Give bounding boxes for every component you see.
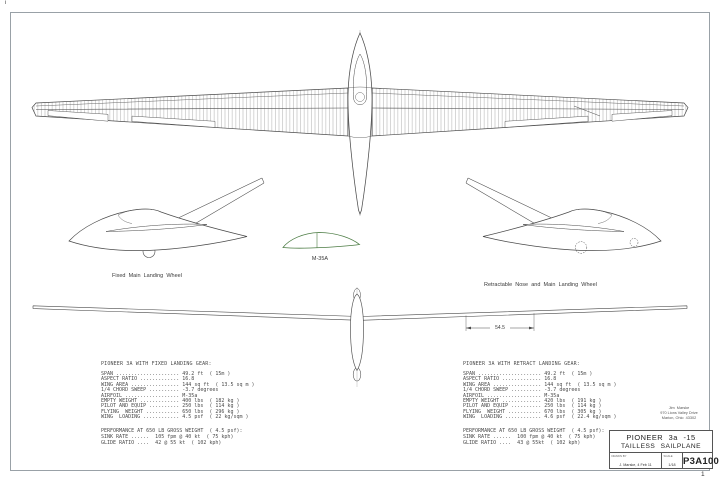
sheet-border-frame <box>10 12 710 471</box>
sheet-number: 1 <box>701 471 705 478</box>
airfoil-outline <box>282 232 361 249</box>
fuselage-side-left <box>68 208 248 252</box>
author-address: Jim Marske 970 Lions Valley Drive Marion… <box>660 406 698 420</box>
retract-nose-wheel <box>629 238 639 247</box>
spar-lines <box>35 107 685 110</box>
specs-right-lines: SPAN ..................... 49.2 ft ( 15m… <box>463 371 617 421</box>
dimension-arrow-left <box>466 326 471 330</box>
leader-line <box>573 105 601 117</box>
wing-section-right <box>522 223 625 232</box>
canopy-side-left <box>117 208 153 224</box>
side-view-left-drawing <box>68 177 265 258</box>
right-flap-panel <box>504 115 589 128</box>
left-flap-panel <box>131 115 216 128</box>
raised-wingtip-lines <box>171 177 265 230</box>
caption-retract-gear: Retractable Nose and Main Landing Wheel <box>484 282 597 288</box>
title-block-titles: PIONEER 3a -15 TAILLESS SAILPLANE <box>610 431 712 453</box>
scale-value: 1/18 <box>668 462 676 467</box>
specs-left-title: PIONEER 3A WITH FIXED LANDING GEAR: <box>101 361 212 367</box>
canopy-plan <box>353 53 367 105</box>
drawn-by-cell: DRAWN BY J. Marske, 4 Feb 11 <box>610 453 662 468</box>
right-wing-plan <box>371 87 689 137</box>
title-block-bottom-row: DRAWN BY J. Marske, 4 Feb 11 SCALE 1/18 … <box>610 453 720 468</box>
scale-cell: SCALE 1/18 <box>662 453 683 468</box>
retract-main-wheel <box>574 241 588 254</box>
fuselage-pod-plan <box>347 32 373 216</box>
left-wing-plan <box>31 87 349 137</box>
front-view-drawing <box>32 287 688 387</box>
caption-fixed-gear: Fixed Main Landing Wheel <box>112 273 182 279</box>
right-wing-front <box>360 305 688 321</box>
aircraft-type: TAILLESS SAILPLANE <box>620 443 702 450</box>
scale-label: SCALE <box>663 453 673 458</box>
front-dimension-label: 54.5 <box>490 324 510 331</box>
left-wing-front <box>32 305 360 321</box>
specs-left-lines: SPAN ..................... 49.2 ft ( 15m… <box>101 371 255 421</box>
specs-left-performance: PERFORMANCE AT 650 LB GROSS WEIGHT ( 4.5… <box>101 428 243 446</box>
drawing-number-cell: P3A100 <box>683 453 720 468</box>
dimension-arrow-right <box>529 326 534 330</box>
side-view-right-drawing <box>465 177 662 254</box>
specs-right-title: PIONEER 3A WITH RETRACT LANDING GEAR: <box>463 361 580 367</box>
leading-edge-sheeting-lines <box>35 92 685 107</box>
title-block: PIONEER 3a -15 TAILLESS SAILPLANE DRAWN … <box>609 430 720 469</box>
drawing-number: P3A100 <box>683 455 720 467</box>
corner-artifact-mark: i <box>5 0 7 6</box>
drawn-by-label: DRAWN BY <box>611 453 627 458</box>
plan-view-drawing <box>31 30 689 216</box>
raised-wingtip-lines <box>465 177 559 230</box>
pilot-head-circle <box>355 92 365 102</box>
aircraft-name: PIONEER 3a -15 <box>626 433 696 442</box>
wing-root-fairing-lines <box>347 86 373 138</box>
left-elevon-panel <box>47 110 109 122</box>
fuselage-side-right <box>482 208 662 252</box>
canopy-side-right <box>577 208 613 224</box>
specs-right-performance: PERFORMANCE AT 650 LB GROSS WEIGHT ( 4.5… <box>463 428 605 446</box>
wing-section-left <box>105 223 208 232</box>
drawn-by-value: J. Marske, 4 Feb 11 <box>619 462 652 467</box>
airfoil-name-label: M-35A <box>311 256 329 262</box>
fuselage-front <box>350 293 364 372</box>
right-elevon-panel <box>611 110 673 122</box>
airfoil-section-drawing <box>282 232 361 249</box>
